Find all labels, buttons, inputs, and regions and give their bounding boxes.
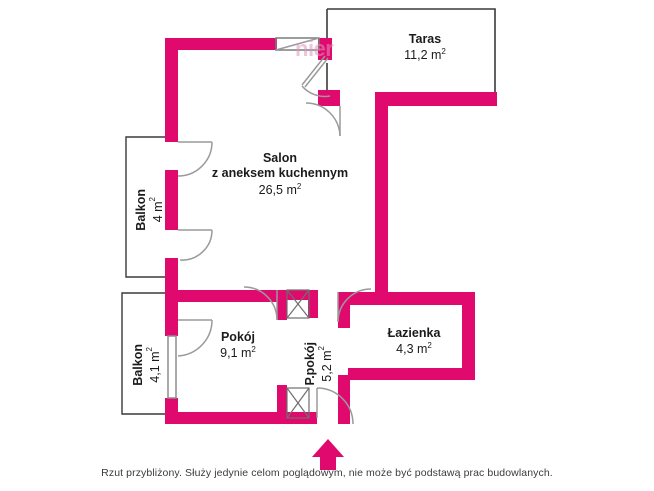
room-label-pokoj: Pokój 9,1 m2 [196, 330, 280, 362]
wall-pokoj-top-left [165, 290, 287, 302]
wall-salon-left-lower [165, 258, 178, 300]
room-name-taras: Taras [408, 32, 442, 46]
room-name-balkon-dolny: Balkon [131, 344, 146, 386]
entrance-arrow [312, 439, 344, 470]
wall-lazienka-bottom [348, 368, 475, 380]
room-label-taras: Taras 11,2 m2 [370, 32, 480, 64]
room-name-lazienka: Łazienka [387, 326, 441, 340]
wall-right-wing-top [375, 92, 497, 106]
apartment-walls [165, 38, 497, 424]
wall-pokoj-left-pier-a [165, 318, 178, 336]
niche-markers [286, 289, 310, 419]
wall-lazienka-top [348, 292, 475, 305]
lower-balcony-outline [121, 292, 172, 415]
wall-pokoj-ppokoj-upper [277, 290, 287, 320]
wall-pokoj-top-pier-right [308, 290, 318, 318]
room-area-salon: 26,5 m2 [258, 181, 302, 197]
room-area-pokoj: 9,1 m2 [220, 345, 256, 361]
wall-salon-left-upper [165, 38, 178, 142]
door-openings [167, 37, 372, 425]
niche-lower [286, 387, 310, 419]
room-name-salon-line1: Salon [262, 151, 298, 165]
room-label-balkon-dolny: Balkon 4,1 m2 [127, 325, 167, 405]
room-label-salon: Salon z aneksem kuchennym 26,5 m2 [200, 151, 360, 198]
room-label-p-pokoj: P.pokój 5,2 m2 [300, 322, 338, 406]
wall-pokoj-ppokoj-lower [277, 385, 287, 424]
room-label-balkon-gorny: Balkon 4 m2 [130, 170, 170, 250]
room-name-pokoj: Pokój [220, 330, 256, 344]
room-area-balkon-gorny: 4 m2 [148, 197, 166, 223]
niche-upper [286, 289, 310, 319]
room-area-taras: 11,2 m2 [404, 47, 446, 63]
wall-lazienka-right [462, 292, 475, 380]
room-area-lazienka: 4,3 m2 [396, 341, 432, 357]
room-area-balkon-dolny: 4,1 m2 [145, 347, 163, 383]
room-name-salon-line2: z aneksem kuchennym [211, 166, 349, 181]
wall-salon-top-left [165, 38, 277, 50]
room-label-lazienka: Łazienka 4,3 m2 [362, 326, 466, 358]
wall-pokoj-top-right [287, 290, 318, 300]
wall-salon-left-middle [165, 170, 178, 230]
room-name-p-pokoj: P.pokój [303, 342, 318, 386]
room-name-balkon-gorny: Balkon [134, 189, 149, 231]
wall-pokoj-left-upper [165, 290, 178, 322]
wall-terrace-door-pier [318, 90, 340, 106]
upper-balcony-outline [125, 136, 172, 278]
wall-ppokoj-right-upper [338, 292, 350, 328]
wall-salon-top-right-stub [318, 38, 332, 60]
wall-right-spine [375, 92, 388, 297]
disclaimer-caption: Rzut przybliżony. Służy jedynie celom po… [101, 467, 553, 479]
room-area-p-pokoj: 5,2 m2 [317, 346, 335, 382]
